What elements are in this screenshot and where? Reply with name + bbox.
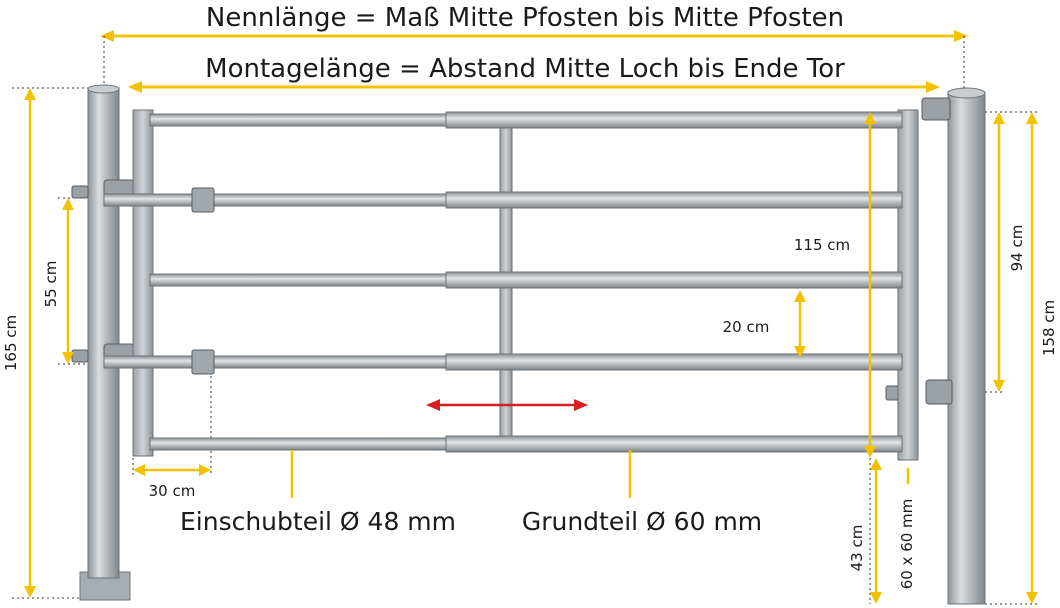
label-post-size: 60 x 60 mm xyxy=(898,499,916,590)
label-30: 30 cm xyxy=(149,482,196,500)
part-pointers xyxy=(290,450,632,498)
dimension-55 xyxy=(62,198,74,364)
nominal-length-dimension xyxy=(100,30,968,42)
title-nominal-length: Nennlänge = Maß Mitte Pfosten bis Mitte … xyxy=(206,3,844,33)
gate-bars xyxy=(103,111,903,453)
label-insert-part: Einschubteil Ø 48 mm xyxy=(180,507,456,536)
mounting-length-dimension xyxy=(128,81,940,93)
label-158: 158 cm xyxy=(1040,300,1058,356)
label-55: 55 cm xyxy=(42,261,60,308)
label-43: 43 cm xyxy=(848,525,866,572)
dimension-165 xyxy=(24,88,36,598)
dimension-94 xyxy=(993,112,1005,392)
dimension-115 xyxy=(864,112,876,458)
label-94: 94 cm xyxy=(1008,225,1026,272)
insert-clamps xyxy=(191,187,215,375)
label-165: 165 cm xyxy=(2,315,20,371)
label-115: 115 cm xyxy=(794,236,850,254)
label-base-part: Grundteil Ø 60 mm xyxy=(522,507,762,536)
title-mounting-length: Montagelänge = Abstand Mitte Loch bis En… xyxy=(205,54,845,84)
right-post xyxy=(947,87,986,605)
right-latches xyxy=(885,97,953,405)
dimension-30 xyxy=(133,464,211,476)
adjust-arrow xyxy=(426,399,588,411)
dimension-158 xyxy=(1026,112,1038,604)
dimension-20 xyxy=(794,290,806,358)
dimension-43 xyxy=(870,458,882,604)
left-post xyxy=(79,84,131,601)
label-20: 20 cm xyxy=(723,318,770,336)
